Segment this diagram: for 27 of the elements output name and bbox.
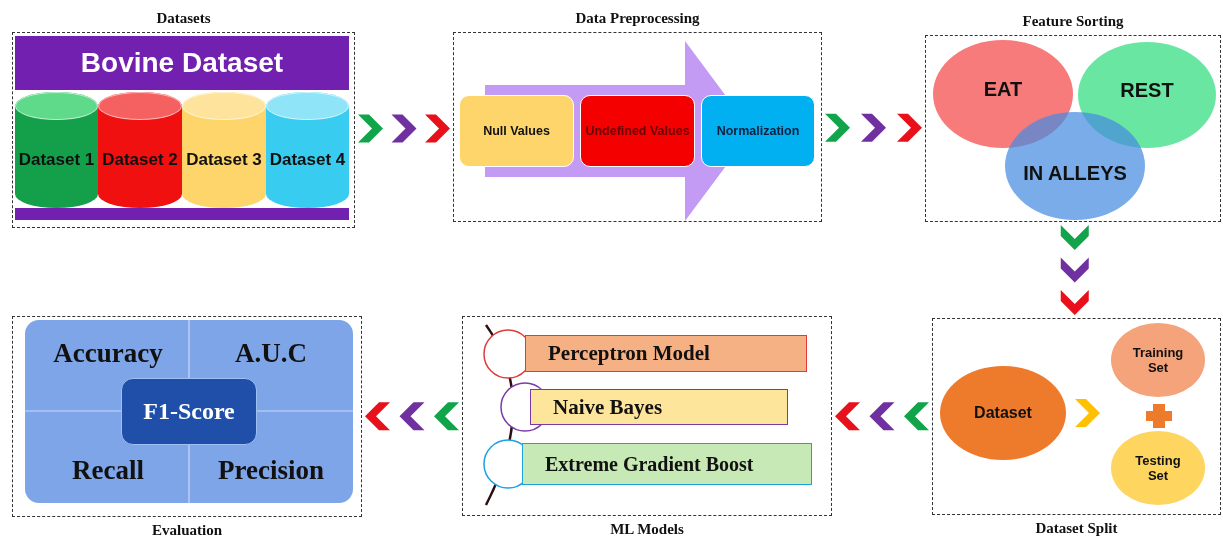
metric-box: F1-Score bbox=[121, 378, 257, 445]
panel-heading: ML Models bbox=[609, 521, 685, 538]
panel-heading: Feature Sorting bbox=[1021, 13, 1125, 30]
feature-ellipse: EAT bbox=[933, 40, 1073, 148]
model-bar: Extreme Gradient Boost bbox=[522, 443, 812, 485]
metric-label: Precision bbox=[190, 442, 352, 498]
metric-label: A.U.C bbox=[190, 325, 352, 381]
panel-heading: Dataset Split bbox=[1034, 520, 1119, 537]
feature-ellipse: Dataset bbox=[940, 366, 1066, 460]
database-cylinder: Dataset 3 bbox=[182, 92, 266, 208]
metric-label: Accuracy bbox=[27, 325, 189, 381]
step-box: Normalization bbox=[701, 95, 815, 167]
model-bar: Naive Bayes bbox=[530, 389, 788, 425]
database-cylinder: Dataset 4 bbox=[266, 92, 349, 208]
database-cylinder: Dataset 1 bbox=[15, 92, 98, 208]
step-box: Undefined Values bbox=[580, 95, 695, 167]
panel-heading: Data Preprocessing bbox=[574, 10, 701, 27]
model-bar: Perceptron Model bbox=[525, 335, 807, 372]
metric-label: Recall bbox=[27, 442, 189, 498]
panel-heading: Datasets bbox=[155, 10, 212, 27]
title-banner: Bovine Dataset bbox=[15, 36, 349, 90]
step-box: Null Values bbox=[459, 95, 574, 167]
feature-ellipse: Testing Set bbox=[1111, 431, 1205, 505]
panel-heading: Evaluation bbox=[151, 522, 223, 539]
feature-ellipse: IN ALLEYS bbox=[1005, 112, 1145, 220]
database-cylinder: Dataset 2 bbox=[98, 92, 182, 208]
feature-ellipse: Training Set bbox=[1111, 323, 1205, 397]
